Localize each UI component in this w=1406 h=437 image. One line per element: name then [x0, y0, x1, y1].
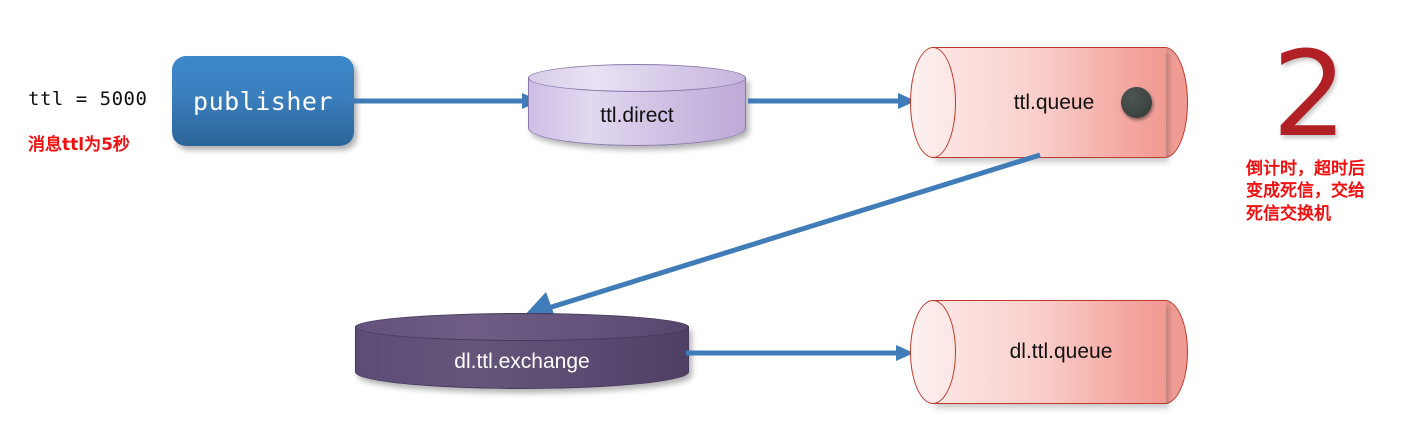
node-publisher-label: publisher [193, 86, 333, 116]
ttl-note-label: 消息ttl为5秒 [28, 135, 130, 155]
step-number-2: 2 [1272, 25, 1348, 163]
edge-publisher-to-ttl-direct [350, 93, 540, 109]
annotation-note-line-3: 死信交换机 [1246, 203, 1331, 224]
node-dl-ttl-queue[interactable]: dl.ttl.queue [910, 300, 1188, 404]
node-dl-ttl-exchange-label: dl.ttl.exchange [454, 350, 590, 373]
node-ttl-queue-label: ttl.queue [1013, 90, 1095, 114]
node-ttl-direct-label: ttl.direct [600, 104, 674, 127]
message-dot-icon [1121, 87, 1152, 118]
annotation-note: 倒计时，超时后 变成死信，交给 死信交换机 [1246, 158, 1396, 225]
edge-ttl-direct-to-ttl-queue [748, 93, 916, 109]
edge-dl-exchange-to-dl-queue [686, 345, 914, 361]
node-ttl-direct[interactable]: ttl.direct [528, 64, 746, 146]
ttl-setting-label: ttl = 5000 [28, 88, 148, 110]
annotation-note-line-1: 倒计时，超时后 [1246, 159, 1365, 179]
node-publisher[interactable]: publisher [172, 56, 354, 146]
annotation-note-line-2: 变成死信，交给 [1246, 181, 1365, 202]
node-dl-ttl-exchange[interactable]: dl.ttl.exchange [355, 313, 689, 389]
node-dl-ttl-queue-label: dl.ttl.queue [1009, 340, 1113, 363]
edge-ttl-queue-to-dl-exchange [522, 152, 1041, 318]
node-ttl-queue[interactable]: ttl.queue [910, 47, 1188, 158]
